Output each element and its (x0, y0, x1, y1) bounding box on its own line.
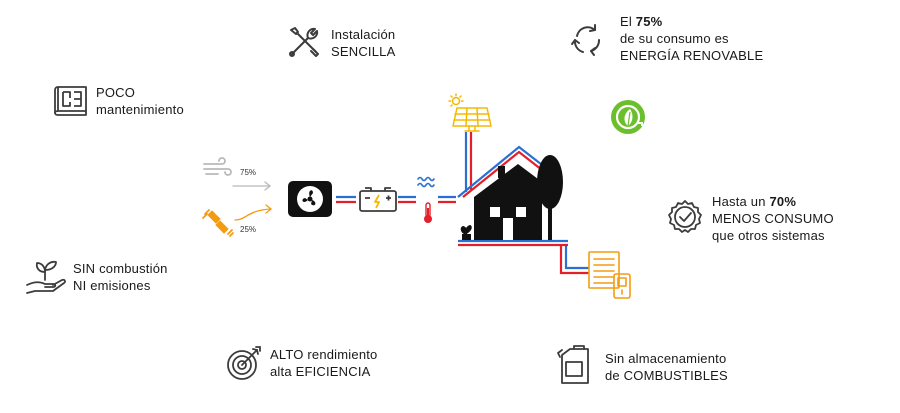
wind-icon (202, 156, 232, 180)
consumo-line2: MENOS CONSUMO (712, 211, 834, 226)
feature-instalacion: Instalación SENCILLA (331, 26, 395, 60)
electric-percent-label: 25% (240, 225, 257, 234)
consumo-line1: Hasta un 70% (712, 194, 797, 209)
air-percent-label: 75% (240, 168, 257, 177)
fuel-canister-icon (556, 345, 592, 385)
battery-icon (358, 185, 398, 215)
mantenimiento-line2: mantenimiento (96, 102, 184, 117)
renovable-line3: ENERGÍA RENOVABLE (620, 48, 764, 63)
electric-arrow (234, 204, 274, 222)
radiator-icon (587, 250, 635, 300)
feature-almacenamiento: Sin almacenamiento de COMBUSTIBLES (605, 350, 728, 384)
instalacion-line2: SENCILLA (331, 44, 396, 59)
rendimiento-line2: alta EFICIENCIA (270, 364, 371, 379)
feature-rendimiento: ALTO rendimiento alta EFICIENCIA (270, 346, 378, 380)
plug-icon (202, 209, 234, 237)
combustion-line1: SIN combustión (73, 261, 168, 276)
feature-consumo: Hasta un 70% MENOS CONSUMO que otros sis… (712, 193, 834, 244)
almacenamiento-line2: de COMBUSTIBLES (605, 368, 728, 383)
almacenamiento-line1: Sin almacenamiento (605, 351, 727, 366)
solar-panel-icon (447, 93, 493, 134)
wrench-screwdriver-icon (286, 24, 322, 60)
target-icon (226, 345, 262, 381)
hand-sprout-icon (25, 258, 67, 294)
thermometer-icon (422, 202, 434, 224)
renovable-line1: El 75% (620, 14, 663, 29)
combustion-line2: NI emisiones (73, 278, 151, 293)
heat-waves-icon (417, 176, 437, 188)
checkmark-badge-icon (667, 199, 703, 235)
recycle-arrows-icon (569, 22, 605, 58)
rendimiento-line1: ALTO rendimiento (270, 347, 378, 362)
mantenimiento-line1: POCO (96, 85, 136, 100)
consumo-line3: que otros sistemas (712, 228, 825, 243)
feature-renovable: El 75% de su consumo es ENERGÍA RENOVABL… (620, 13, 763, 64)
house-icon (460, 152, 570, 242)
heat-pump-icon (287, 180, 333, 220)
eco-plug-icon (609, 98, 647, 136)
blueprint-icon (54, 84, 88, 116)
feature-combustion: SIN combustión NI emisiones (73, 260, 168, 294)
air-arrow (232, 181, 272, 191)
feature-mantenimiento: POCO mantenimiento (96, 84, 184, 118)
instalacion-line1: Instalación (331, 27, 396, 42)
renovable-line2: de su consumo es (620, 31, 729, 46)
